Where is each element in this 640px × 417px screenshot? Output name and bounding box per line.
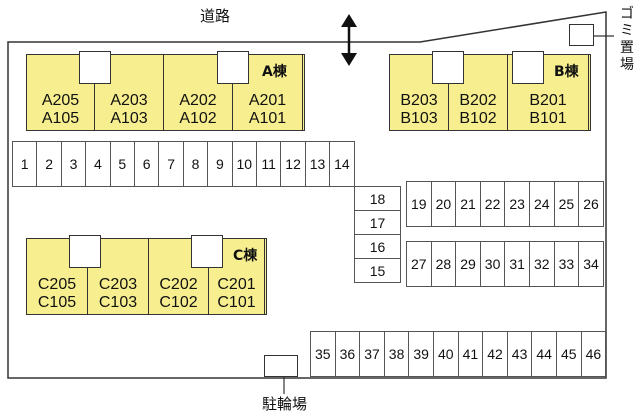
unit: B203 B103 — [390, 55, 449, 130]
unit: C205 C105 — [27, 239, 88, 314]
parking-space: 40 — [433, 331, 459, 377]
unit-number: B101 — [529, 110, 567, 127]
trash-label: ゴミ置場 — [620, 6, 634, 73]
parking-space: 11 — [256, 141, 282, 187]
parking-space: 5 — [109, 141, 135, 187]
parking-space: 28 — [430, 241, 457, 287]
unit-number: A201 — [248, 92, 287, 109]
stair-box — [512, 51, 544, 84]
parking-space: 21 — [455, 181, 481, 227]
unit-number: C201 — [217, 276, 256, 293]
parking-space: 7 — [158, 141, 184, 187]
parking-space: 19 — [406, 181, 432, 227]
building-name: B棟 — [554, 64, 579, 80]
parking-space: 45 — [556, 331, 582, 377]
building-name: C棟 — [233, 248, 258, 264]
parking-space: 10 — [231, 141, 257, 187]
unit-number: C101 — [217, 294, 256, 311]
unit: C202 C102 — [149, 239, 209, 314]
unit-number: A203 — [110, 92, 148, 109]
parking-space: 42 — [482, 331, 508, 377]
parking-space: 46 — [580, 331, 607, 377]
parking-space: 30 — [479, 241, 506, 287]
parking-space: 34 — [578, 241, 604, 287]
unit-number: B103 — [400, 110, 438, 127]
unit-number: C103 — [98, 294, 138, 311]
unit: B202 B102 — [449, 55, 508, 130]
stair-box — [79, 51, 111, 84]
unit: C201 C101 — [209, 239, 265, 314]
unit: C203 C103 — [88, 239, 149, 314]
building-a: A205 A105 A203 A103 A202 A102 A201 A101 … — [26, 51, 305, 131]
parking-space: 37 — [359, 331, 385, 377]
parking-space: 32 — [529, 241, 555, 287]
parking-space: 43 — [506, 331, 533, 377]
unit: A202 A102 — [164, 55, 233, 130]
unit-number: A103 — [110, 110, 148, 127]
stair-box — [432, 51, 464, 84]
unit-number: A202 — [179, 92, 217, 109]
parking-space: 9 — [207, 141, 233, 187]
parking-space: 2 — [36, 141, 62, 187]
unit-number: C102 — [159, 294, 198, 311]
unit-number: C105 — [37, 294, 77, 311]
stair-box — [191, 235, 223, 268]
building-name: A棟 — [262, 64, 287, 80]
unit-number: C203 — [98, 276, 138, 293]
building-b: B203 B103 B202 B102 B201 B101 B棟 — [389, 51, 591, 131]
parking-space: 14 — [329, 141, 355, 187]
parking-space: 23 — [504, 181, 530, 227]
parking-space: 25 — [553, 181, 580, 227]
parking-space: 26 — [578, 181, 604, 227]
unit: A201 A101 — [233, 55, 303, 130]
unit-number: A205 — [41, 92, 80, 109]
parking-space: 39 — [408, 331, 434, 377]
parking-space: 24 — [529, 181, 555, 227]
parking-space: 13 — [304, 141, 331, 187]
unit-number: B203 — [400, 92, 438, 109]
parking-space: 8 — [182, 141, 209, 187]
parking-space: 35 — [310, 331, 336, 377]
parking-space: 29 — [455, 241, 481, 287]
parking-space: 41 — [457, 331, 484, 377]
bike-parking-label: 駐輪場 — [262, 395, 308, 413]
stair-box — [217, 51, 249, 84]
stair-box — [69, 235, 101, 268]
unit: A203 A103 — [95, 55, 164, 130]
parking-space: 36 — [334, 331, 361, 377]
bike-parking-area — [264, 355, 298, 377]
parking-space: 4 — [85, 141, 111, 187]
parking-space: 27 — [406, 241, 432, 287]
unit-number: C202 — [159, 276, 198, 293]
parking-space: 20 — [430, 181, 457, 227]
unit-number: B102 — [459, 110, 497, 127]
parking-space: 3 — [60, 141, 87, 187]
parking-space: 16 — [354, 234, 401, 259]
unit-number: A102 — [179, 110, 217, 127]
parking-space: 38 — [383, 331, 410, 377]
parking-space: 18 — [354, 186, 401, 211]
unit-number: B201 — [529, 92, 567, 109]
parking-space: 12 — [280, 141, 306, 187]
unit: A205 A105 — [27, 55, 95, 130]
unit-number: A101 — [248, 110, 287, 127]
unit: B201 B101 — [508, 55, 589, 130]
parking-space: 17 — [354, 210, 401, 235]
trash-area — [569, 24, 594, 46]
road-label: 道路 — [200, 7, 231, 25]
parking-space: 31 — [504, 241, 530, 287]
parking-space: 44 — [531, 331, 557, 377]
entrance-arrow-icon — [341, 14, 357, 66]
unit-number: C205 — [37, 276, 77, 293]
building-c: C205 C105 C203 C103 C202 C102 C201 C101 … — [26, 235, 267, 315]
parking-space: 22 — [479, 181, 506, 227]
parking-space: 1 — [12, 141, 38, 187]
unit-number: A105 — [41, 110, 80, 127]
parking-space: 15 — [354, 258, 401, 283]
parking-space: 6 — [134, 141, 160, 187]
parking-space: 33 — [553, 241, 580, 287]
unit-number: B202 — [459, 92, 497, 109]
